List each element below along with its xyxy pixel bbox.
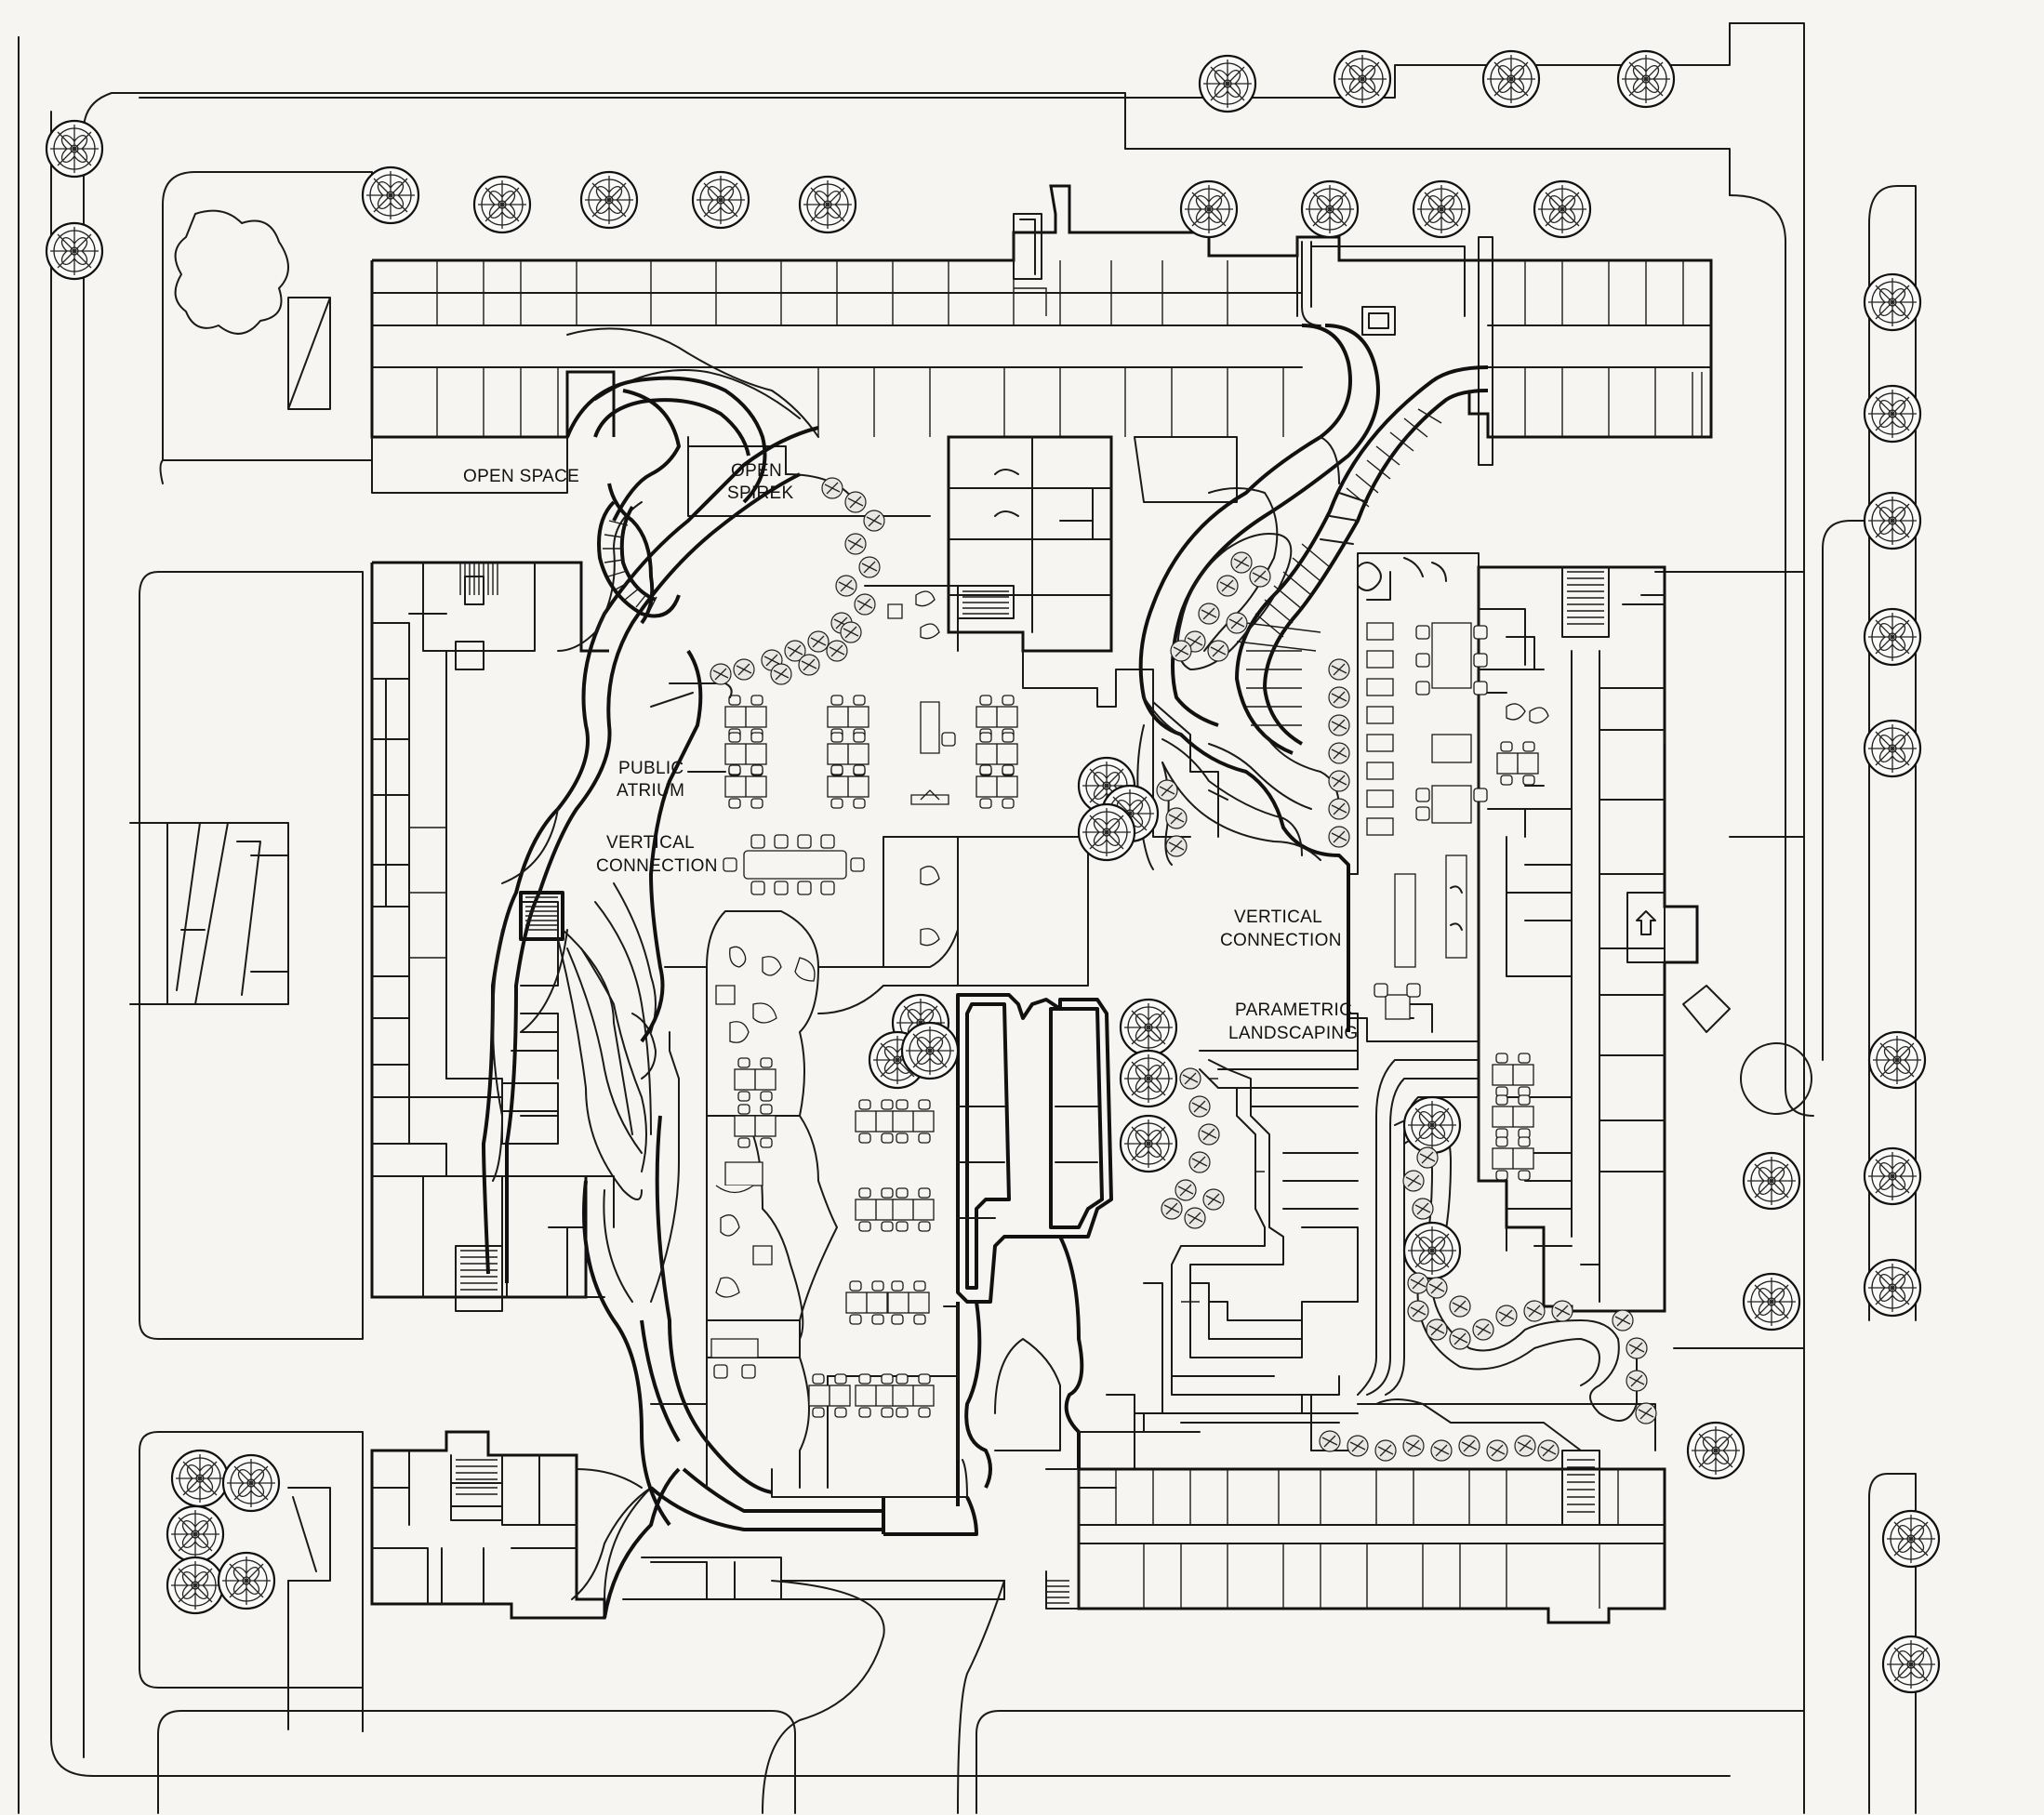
label-parametric-landscaping-line2: LANDSCAPING (1228, 1024, 1359, 1043)
east-building (1477, 565, 1699, 1313)
vertical-connection-ramps (1136, 324, 1489, 1032)
label-open-spirek-line2: SPIREK (727, 484, 794, 503)
southeast-building (1045, 1450, 1666, 1624)
label-vertical-connection-right-line2: CONNECTION (1220, 931, 1342, 950)
label-vertical-connection-left-line1: VERTICAL (606, 833, 695, 853)
atrium-workspace (650, 585, 1089, 1489)
label-vertical-connection-right-line1: VERTICAL (1234, 908, 1322, 927)
label-public-atrium-line2: ATRIUM (617, 781, 684, 801)
west-building (370, 561, 615, 1312)
southwest-building (370, 1430, 652, 1620)
label-open-space: OPEN SPACE (463, 467, 579, 486)
atrium-paths (482, 426, 1005, 1619)
label-parametric-landscaping-line1: PARAMETRIC (1235, 1000, 1352, 1020)
central-core (947, 435, 1238, 838)
open-space-area (371, 327, 931, 517)
central-twin-blocks (943, 993, 1135, 1506)
east-office-block (1347, 552, 1488, 1042)
plan-labels: OPEN SPACE OPEN SPIREK PUBLIC ATRIUM VER… (463, 461, 1359, 1043)
north-building (370, 184, 1713, 466)
label-open-spirek-line1: OPEN (731, 461, 782, 481)
street-lines (18, 22, 1917, 1814)
label-public-atrium-line1: PUBLIC (618, 759, 684, 778)
terraced-landscaping (1078, 1013, 1656, 1451)
west-curves (557, 376, 767, 652)
label-vertical-connection-left-line2: CONNECTION (596, 856, 718, 876)
